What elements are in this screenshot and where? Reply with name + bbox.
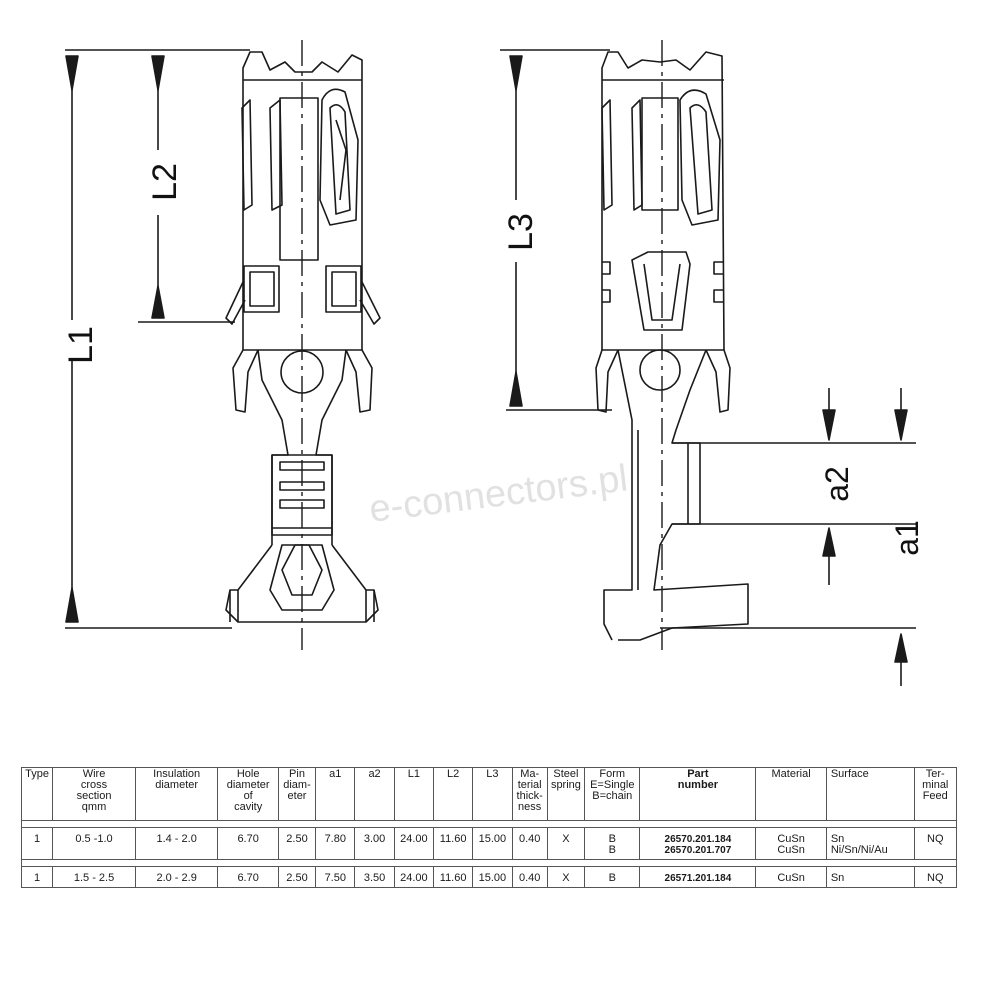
cell-feed: NQ [913,827,957,860]
cell-pin: 2.50 [277,866,317,888]
header-material: Material [755,767,827,821]
cell-wire: 1.5 - 2.5 [52,866,136,888]
cell-l3: 15.00 [472,827,513,860]
cell-a2: 3.50 [354,866,395,888]
cell-type: 1 [20,827,54,860]
cell-form: B [584,866,641,888]
dim-label-l2: L2 [146,163,184,201]
table-row: 1 1.5 - 2.5 2.0 - 2.9 6.70 2.50 7.50 3.5… [20,866,957,888]
cell-spring: X [546,827,586,860]
cell-l3: 15.00 [472,866,513,888]
cell-thickness: 0.40 [511,827,548,860]
technical-drawing: L1 L2 L3 a2 a1 e-connectors.pl [62,40,925,686]
cell-hole: 6.70 [217,827,279,860]
table-spacer [21,859,957,867]
header-a1: a1 [315,767,356,821]
side-view [500,40,916,686]
cell-wire: 0.5 -1.0 [52,827,136,860]
cell-insulation: 2.0 - 2.9 [134,866,219,888]
cell-thickness: 0.40 [511,866,548,888]
header-l3: L3 [472,767,513,821]
dim-label-l3: L3 [502,213,540,251]
cell-a2: 3.00 [354,827,395,860]
front-view [65,40,381,650]
dim-label-a2: a2 [819,466,855,502]
watermark: e-connectors.pl [367,457,630,530]
header-l1: L1 [393,767,434,821]
header-a2: a2 [354,767,395,821]
cell-spring: X [546,866,586,888]
cell-a1: 7.80 [315,827,356,860]
cell-insulation: 1.4 - 2.0 [134,827,219,860]
header-type: Type [20,767,54,821]
cell-part-number: 26571.201.184 [639,866,757,888]
cell-surface: Sn [825,866,915,888]
cell-l1: 24.00 [393,827,434,860]
cell-material: CuSn [755,866,827,888]
header-surface: Surface [825,767,915,821]
cell-feed: NQ [913,866,957,888]
dim-label-l1: L1 [62,326,100,364]
dim-label-a1: a1 [889,520,925,556]
table-row: 1 0.5 -1.0 1.4 - 2.0 6.70 2.50 7.80 3.00… [20,827,957,860]
table-spacer [21,820,957,828]
cell-l2: 11.60 [432,827,474,860]
cell-l1: 24.00 [393,866,434,888]
header-l2: L2 [432,767,474,821]
cell-pin: 2.50 [277,827,317,860]
cell-l2: 11.60 [432,866,474,888]
cell-type: 1 [20,866,54,888]
cell-hole: 6.70 [217,866,279,888]
cell-a1: 7.50 [315,866,356,888]
